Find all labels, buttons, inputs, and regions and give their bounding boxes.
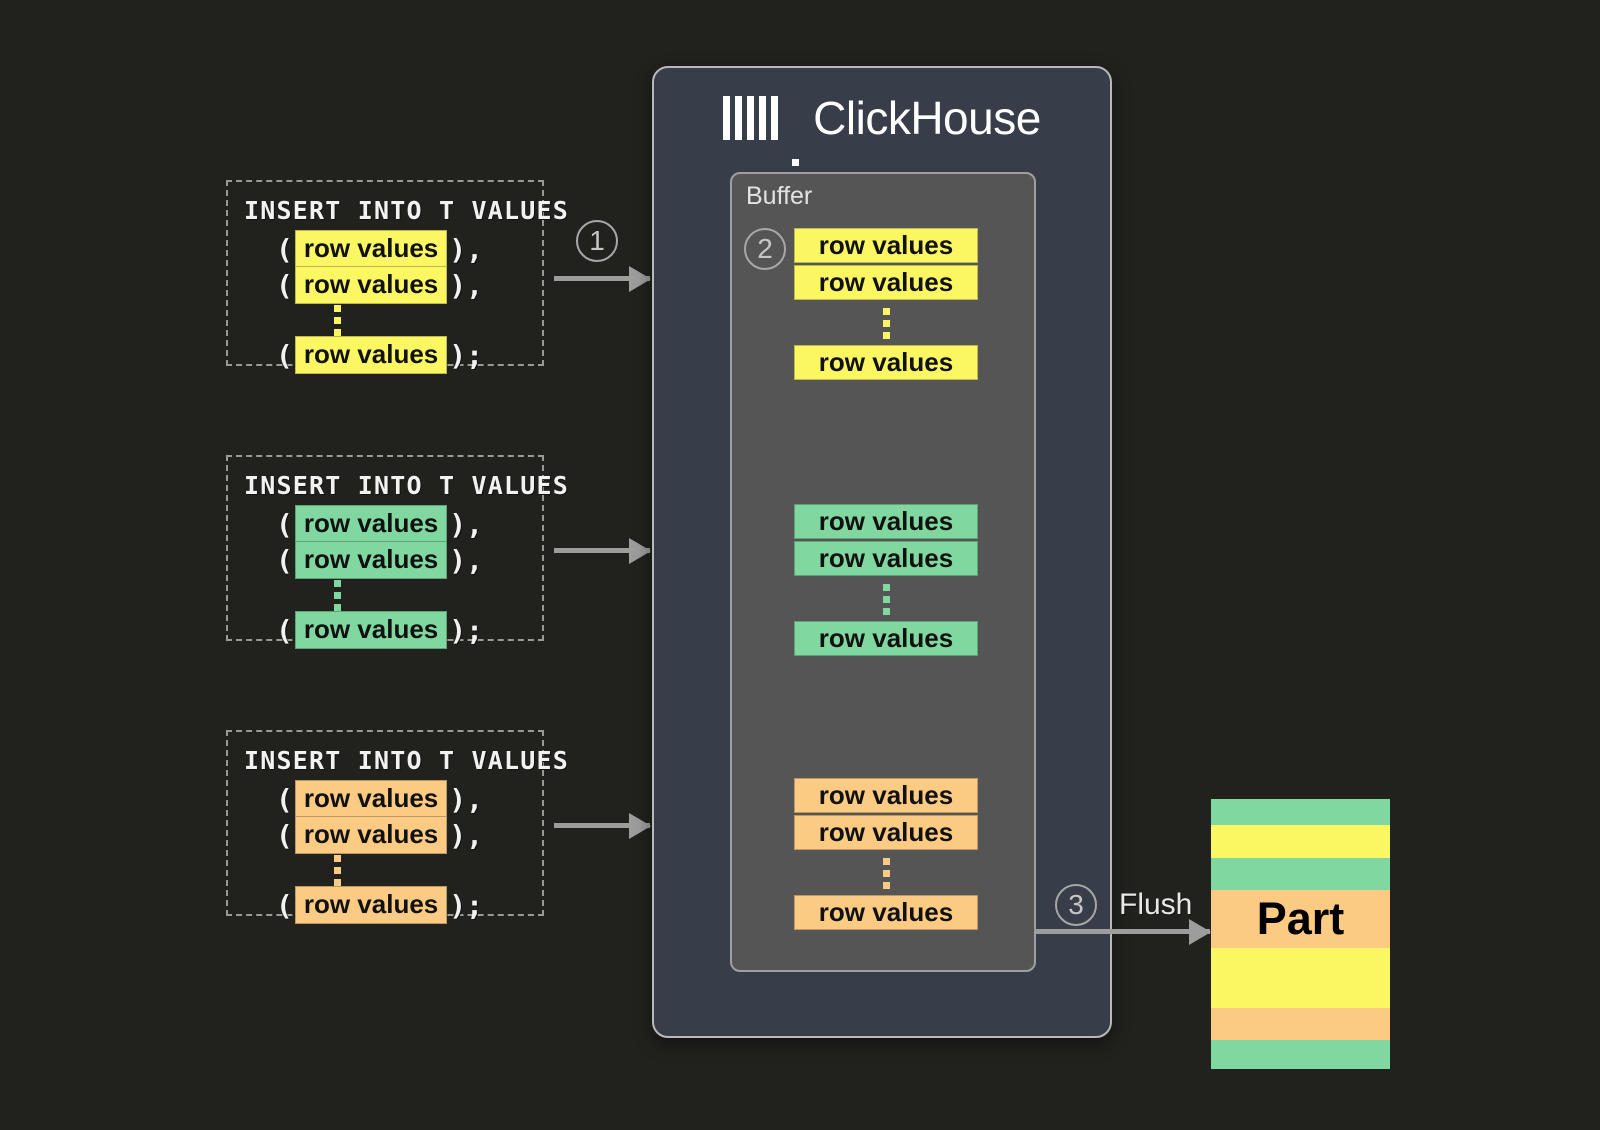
step-marker-3: 3 [1055,884,1097,926]
vertical-ellipsis-icon [794,578,978,621]
paren-close: ); [449,888,483,922]
insert-value-row: ( row values ); [274,611,526,649]
insert-rows-3: ( row values ), ( row values ), ( row va… [244,780,526,924]
clickhouse-logo-dot-icon [792,159,800,166]
insert-statement-box-3: INSERT INTO T VALUES ( row values ), ( r… [226,730,570,924]
paren-close: ); [449,613,483,647]
buffer-group-yellow: row values row values row values [794,228,978,382]
insert-statement-box-1: INSERT INTO T VALUES ( row values ), ( r… [226,180,570,374]
paren-open: ( [276,507,293,541]
flush-label: Flush [1119,888,1193,921]
row-values-chip: row values [294,816,448,854]
buffer-label: Buffer [746,182,813,210]
buffer-row-values: row values [794,345,978,380]
paren-open: ( [276,268,293,302]
clickhouse-logo-icon [723,96,779,140]
part-block: Part [1211,799,1390,1069]
paren-close: ), [449,543,483,577]
buffer-row-values: row values [794,778,978,813]
vertical-ellipsis-icon [274,303,526,337]
paren-close: ), [449,782,483,816]
insert-value-row: ( row values ); [274,336,526,374]
buffer-group-orange: row values row values row values [794,778,978,932]
insert-value-row: ( row values ), [274,230,526,268]
buffer-group-green: row values row values row values [794,504,978,658]
part-stripe [1211,1008,1390,1040]
part-stripe [1211,1040,1390,1069]
vertical-ellipsis-icon [274,578,526,612]
step-marker-1: 1 [576,220,618,262]
paren-close: ), [449,232,483,266]
buffer-row-values: row values [794,504,978,539]
part-stripe [1211,799,1390,825]
clickhouse-branding: ClickHouse [654,68,1110,168]
part-stripe [1211,948,1390,1008]
paren-close: ); [449,338,483,372]
vertical-ellipsis-icon [274,853,526,887]
row-values-chip: row values [294,611,448,649]
paren-close: ), [449,818,483,852]
part-label: Part [1256,893,1345,944]
paren-open: ( [276,818,293,852]
arrow-insert-1-to-clickhouse [554,276,650,281]
paren-close: ), [449,268,483,302]
insert-value-row: ( row values ), [274,816,526,854]
arrow-insert-3-to-clickhouse [554,823,650,828]
insert-rows-1: ( row values ), ( row values ), ( row va… [244,230,526,374]
paren-open: ( [276,613,293,647]
paren-close: ), [449,507,483,541]
insert-value-row: ( row values ); [274,886,526,924]
buffer-container: Buffer 2 row values row values row value… [730,172,1036,972]
part-stripe [1211,825,1390,858]
row-values-chip: row values [294,505,448,543]
buffer-row-values: row values [794,815,978,850]
buffer-row-values: row values [794,895,978,930]
part-stripe-labeled: Part [1211,890,1390,948]
paren-open: ( [276,338,293,372]
row-values-chip: row values [294,336,448,374]
vertical-ellipsis-icon [794,302,978,345]
row-values-chip: row values [294,266,448,304]
paren-open: ( [276,782,293,816]
part-stripe [1211,858,1390,890]
buffer-row-values: row values [794,621,978,656]
clickhouse-panel: ClickHouse Buffer 2 row values row value… [652,66,1112,1038]
paren-open: ( [276,888,293,922]
insert-header-1: INSERT INTO T VALUES [244,196,570,225]
vertical-ellipsis-icon [794,852,978,895]
insert-value-row: ( row values ), [274,780,526,818]
insert-header-3: INSERT INTO T VALUES [244,746,570,775]
paren-open: ( [276,232,293,266]
insert-rows-2: ( row values ), ( row values ), ( row va… [244,505,526,649]
insert-value-row: ( row values ), [274,505,526,543]
row-values-chip: row values [294,541,448,579]
row-values-chip: row values [294,230,448,268]
insert-value-row: ( row values ), [274,541,526,579]
insert-header-2: INSERT INTO T VALUES [244,471,570,500]
row-values-chip: row values [294,886,448,924]
buffer-row-values: row values [794,265,978,300]
insert-value-row: ( row values ), [274,266,526,304]
row-values-chip: row values [294,780,448,818]
insert-statement-box-2: INSERT INTO T VALUES ( row values ), ( r… [226,455,570,649]
paren-open: ( [276,543,293,577]
buffer-row-values: row values [794,541,978,576]
buffer-row-values: row values [794,228,978,263]
arrow-buffer-to-part [1036,929,1210,934]
step-marker-2: 2 [744,228,786,270]
clickhouse-title: ClickHouse [813,92,1041,144]
arrow-insert-2-to-clickhouse [554,548,650,553]
